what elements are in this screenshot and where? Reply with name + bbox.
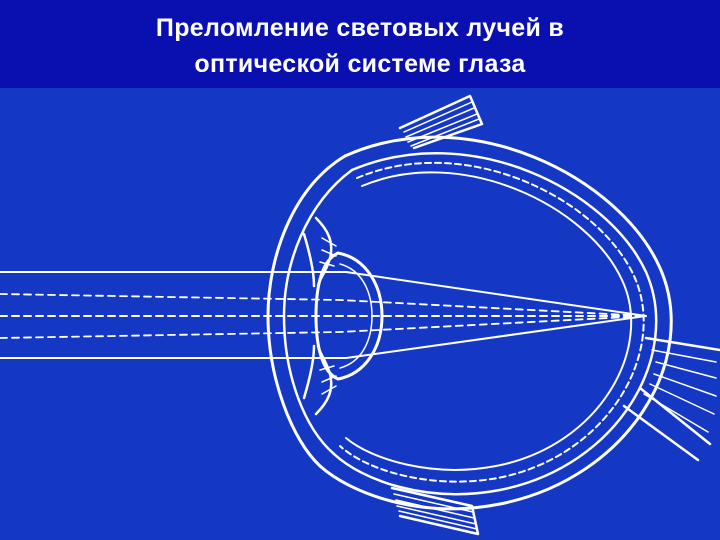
optic-nerve-fibers (643, 349, 717, 433)
cornea-inner (282, 168, 354, 456)
upper-muscle (398, 94, 484, 150)
choroid-dashed (339, 161, 645, 483)
ciliary-body-lower (314, 344, 333, 416)
ciliary-body-upper (314, 216, 333, 288)
optic-nerve (622, 336, 720, 462)
retina (345, 171, 632, 471)
iris-upper (302, 232, 316, 288)
title-line-2: оптической системе глаза (194, 50, 526, 78)
oblique-ray-lower (0, 315, 647, 339)
title-line-1: Преломление световых лучей в (155, 14, 565, 42)
oblique-ray-upper (0, 293, 647, 317)
upper-muscle-fibers (403, 101, 480, 147)
slide-title: Преломление световых лучей в оптической … (0, 10, 720, 82)
lower-muscle-fibers (393, 493, 478, 530)
eye-diagram (0, 88, 720, 540)
lower-ray (0, 315, 647, 359)
upper-ray (0, 271, 647, 317)
lens (314, 251, 384, 381)
lower-muscle (390, 486, 480, 536)
sclera-inner (332, 152, 658, 496)
eye-diagram-svg (0, 94, 720, 536)
sclera-outer (318, 135, 673, 511)
title-bar: Преломление световых лучей в оптической … (0, 0, 720, 88)
iris-lower (302, 344, 316, 400)
